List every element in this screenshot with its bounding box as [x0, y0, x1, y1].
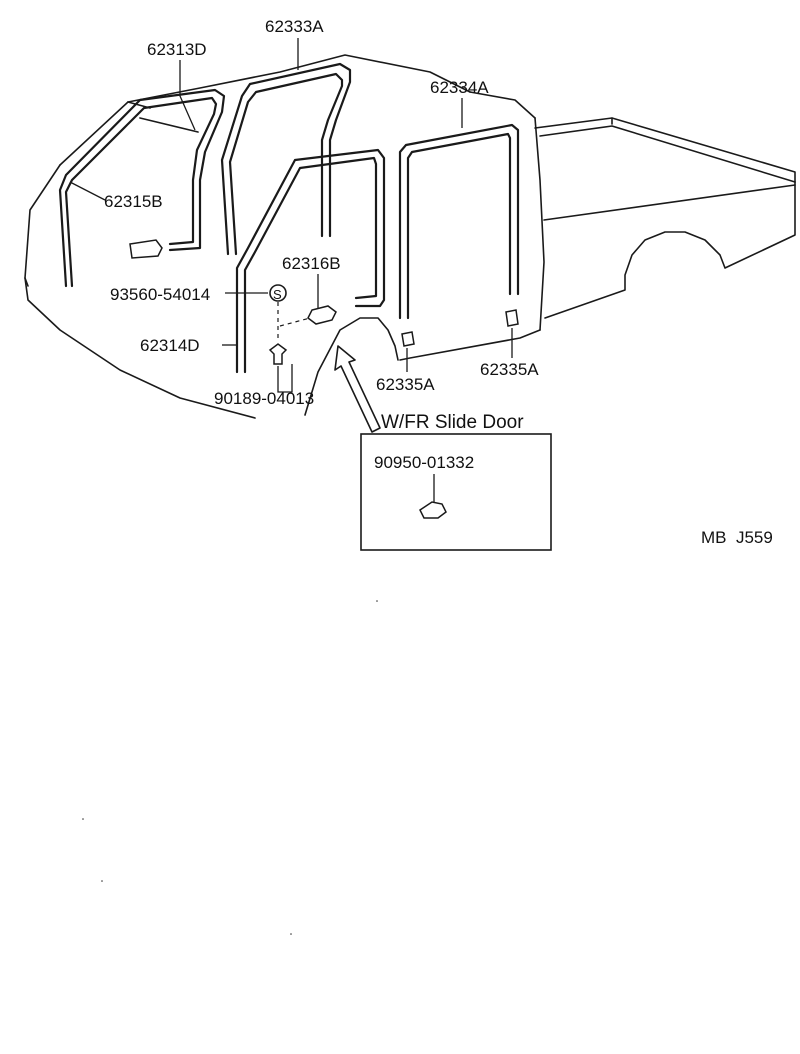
label-90189-04013: 90189-04013	[214, 389, 314, 408]
label-90950-01332: 90950-01332	[374, 453, 474, 472]
dashed-leader-protector	[279, 317, 311, 327]
weatherstrip-62333A	[220, 62, 352, 256]
part-62316B	[307, 305, 337, 325]
part-62315B	[129, 239, 163, 259]
vehicle-body-outline	[24, 54, 796, 419]
part-62335A-right	[505, 309, 519, 327]
label-62335A-right: 62335A	[480, 360, 539, 379]
clip-90189-icon	[268, 343, 288, 365]
inset-pointer-arrow	[334, 345, 381, 433]
label-93560-54014: 93560-54014	[110, 285, 210, 304]
label-62316B: 62316B	[282, 254, 341, 273]
screw-symbol-93560: S	[269, 284, 287, 302]
label-62334A: 62334A	[430, 78, 489, 97]
screw-symbol-letter: S	[273, 287, 282, 302]
label-62313D: 62313D	[147, 40, 207, 59]
weatherstrip-62314D	[235, 148, 386, 374]
inset-box	[360, 433, 552, 551]
figure-code: MB J559	[701, 528, 773, 547]
label-62315B: 62315B	[104, 192, 163, 211]
label-62314D: 62314D	[140, 336, 200, 355]
weatherstrip-62334A	[398, 123, 520, 320]
label-62333A: 62333A	[265, 17, 324, 36]
leader-lines	[69, 38, 513, 393]
part-62335A-left	[401, 331, 415, 347]
part-90950-01332-icon	[419, 501, 447, 519]
label-62335A-left: 62335A	[376, 375, 435, 394]
weatherstrip-62313D	[58, 88, 226, 288]
inset-title: W/FR Slide Door	[381, 412, 524, 433]
scan-specks	[82, 600, 378, 935]
